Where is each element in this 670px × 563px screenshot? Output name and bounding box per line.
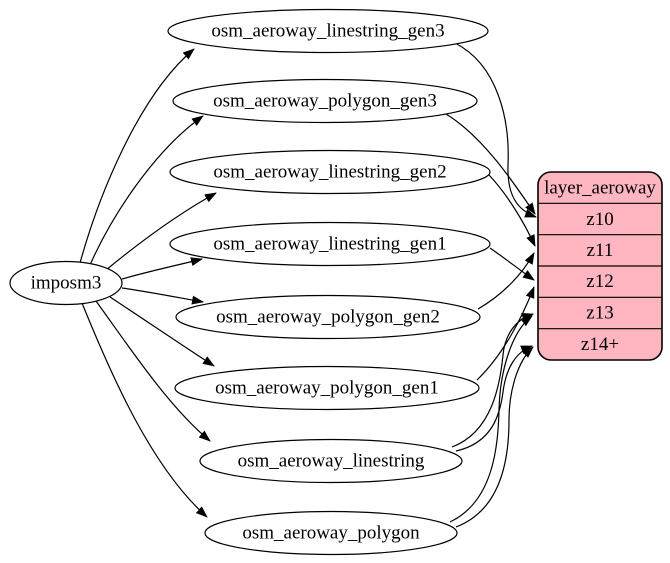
table-ellipse	[199, 438, 463, 484]
zoom-row-z12: z12	[586, 271, 613, 292]
imposm3-label: imposm3	[31, 273, 102, 294]
edge-linestring-gen1-z12	[489, 247, 535, 281]
table-ellipse	[175, 294, 481, 340]
table-ellipse	[169, 221, 491, 267]
zoom-row-z13: z13	[586, 303, 613, 324]
edge-linestring-gen2-z11	[488, 174, 536, 247]
node-osm-aeroway-polygon-gen3: osm_aeroway_polygon_gen3	[172, 78, 478, 124]
edge-imposm3-linestring	[95, 300, 211, 442]
node-osm-aeroway-linestring-gen3: osm_aeroway_linestring_gen3	[167, 8, 489, 54]
node-osm-aeroway-linestring-gen2: osm_aeroway_linestring_gen2	[169, 149, 491, 195]
imposm3-ellipse	[9, 260, 123, 306]
table-ellipse	[172, 78, 478, 124]
table-label: osm_aeroway_polygon_gen2	[216, 307, 440, 328]
table-ellipse	[204, 510, 458, 556]
edge-linestring-z13	[451, 312, 534, 448]
table-label: osm_aeroway_polygon_gen1	[215, 378, 439, 399]
edge-imposm3-linestring-gen3	[79, 48, 195, 264]
zoom-row-z14plus: z14+	[581, 334, 619, 355]
edge-polygon-gen3-z10	[445, 113, 536, 215]
edge-imposm3-polygon-gen1	[109, 296, 215, 367]
table-nodes: osm_aeroway_linestring_gen3 osm_aeroway_…	[167, 8, 491, 556]
node-osm-aeroway-linestring-gen1: osm_aeroway_linestring_gen1	[169, 221, 491, 267]
edge-polygon-gen1-z12	[476, 286, 535, 381]
table-ellipse	[167, 8, 489, 54]
node-osm-aeroway-linestring: osm_aeroway_linestring	[199, 438, 463, 484]
table-label: osm_aeroway_linestring_gen1	[213, 234, 446, 255]
node-imposm3: imposm3	[9, 260, 123, 306]
table-label: osm_aeroway_linestring_gen2	[213, 162, 446, 183]
edge-polygon-z13	[449, 315, 533, 523]
zoom-row-z10: z10	[586, 209, 613, 230]
table-ellipse	[169, 149, 491, 195]
edge-imposm3-linestring-gen2	[105, 192, 217, 271]
edge-imposm3-polygon	[81, 302, 208, 518]
edge-imposm3-linestring-gen1	[121, 257, 203, 280]
layer-aeroway-title: layer_aeroway	[544, 178, 656, 199]
table-label: osm_aeroway_linestring_gen3	[211, 21, 444, 42]
node-osm-aeroway-polygon-gen2: osm_aeroway_polygon_gen2	[175, 294, 481, 340]
table-label: osm_aeroway_polygon	[242, 523, 420, 544]
edge-polygon-gen2-z11	[477, 252, 535, 310]
edge-imposm3-polygon-gen3	[89, 115, 204, 266]
edge-imposm3-polygon-gen2	[121, 287, 204, 305]
node-layer-aeroway: layer_aeroway z10 z11 z12 z13 z14+	[537, 171, 663, 361]
node-osm-aeroway-polygon-gen1: osm_aeroway_polygon_gen1	[174, 365, 480, 411]
table-ellipse	[174, 365, 480, 411]
zoom-row-z11: z11	[587, 240, 614, 261]
table-label: osm_aeroway_polygon_gen3	[213, 91, 437, 112]
node-osm-aeroway-polygon: osm_aeroway_polygon	[204, 510, 458, 556]
edge-linestring-gen3-z10	[454, 42, 537, 218]
edges-from-imposm3	[79, 48, 217, 518]
table-label: osm_aeroway_linestring	[238, 451, 425, 472]
edge-polygon-z14	[455, 346, 534, 528]
edge-linestring-z14	[455, 345, 533, 452]
edges-to-layer	[445, 42, 537, 528]
